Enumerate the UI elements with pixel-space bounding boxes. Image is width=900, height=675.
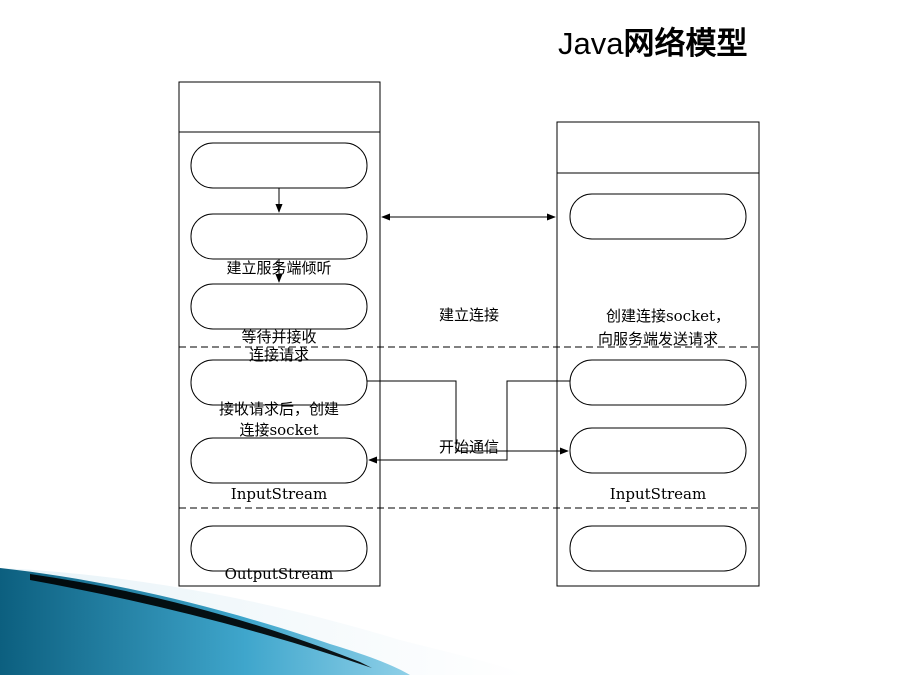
client-box bbox=[556, 121, 760, 587]
client-bottom-node bbox=[569, 525, 747, 572]
server-listen-node bbox=[190, 142, 368, 189]
server-inputstream-node bbox=[190, 437, 368, 484]
client-output-node bbox=[569, 359, 747, 406]
server-accept-label-line2: 连接socket bbox=[239, 421, 318, 439]
client-to-server-stream-arrow bbox=[368, 380, 570, 464]
communication-label: 开始通信 bbox=[439, 438, 499, 456]
client-create-label-line2: 向服务端发送请求 bbox=[598, 330, 718, 348]
title-latin: Java bbox=[558, 26, 624, 61]
server-socket-node bbox=[190, 359, 368, 406]
server-accept-node bbox=[190, 283, 368, 330]
server-to-client-stream-arrow bbox=[367, 380, 569, 455]
server-accept-label-line1: 接收请求后，创建 bbox=[219, 400, 339, 418]
page-title: Java网络模型 bbox=[558, 18, 747, 63]
client-column: 创建连接socket， 向服务端发送请求 InputStream bbox=[556, 121, 760, 587]
server-output-label: OutputStream bbox=[225, 565, 334, 583]
establish-connection-label: 建立连接 bbox=[439, 306, 499, 324]
server-listen-label: 建立服务端倾听 bbox=[226, 259, 331, 277]
title-cjk: 网络模型 bbox=[623, 26, 748, 61]
server-wait-node bbox=[190, 213, 368, 260]
client-input-label: InputStream bbox=[610, 485, 706, 503]
client-inputstream-node bbox=[569, 427, 747, 474]
client-create-node bbox=[569, 193, 747, 240]
server-input-label: InputStream bbox=[231, 485, 327, 503]
client-create-label-line1: 创建连接socket， bbox=[606, 307, 730, 325]
server-column: 建立服务端倾听 等待并接收 连接请求 接收请求后，创建 连接socket Inp… bbox=[178, 81, 381, 587]
server-wait-label-line1: 等待并接收 bbox=[241, 328, 316, 346]
server-wait-label-line2: 连接请求 bbox=[249, 346, 309, 364]
